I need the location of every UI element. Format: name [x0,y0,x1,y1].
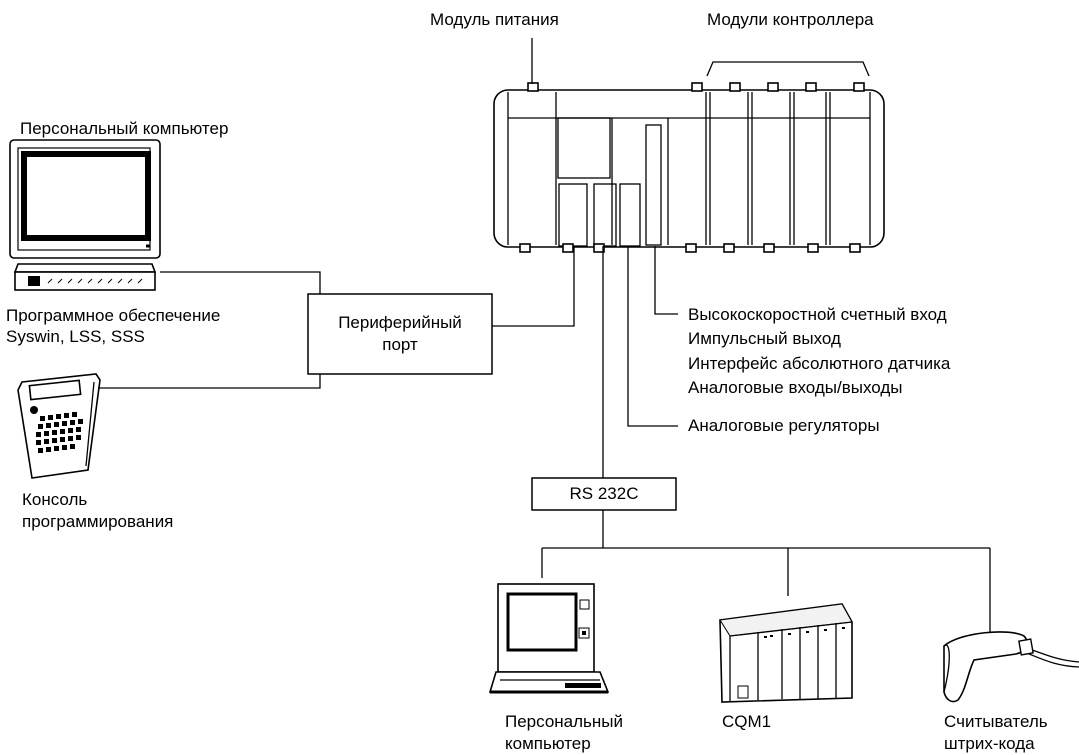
controller-modules-label: Модули контроллера [707,10,874,29]
pulse-output-label: Импульсный выход [688,329,841,348]
console-to-port-line [98,374,321,389]
barcode-reader-icon [943,631,1079,703]
plc-unit [493,82,885,253]
power-module-label: Модуль питания [430,10,559,29]
cqm1-icon [719,603,853,703]
software-label-line1: Программное обеспечение [6,306,221,325]
pc-to-port-line [160,271,321,294]
controller-modules-bracket [706,61,870,77]
port-to-plc-line [492,246,575,327]
cqm1-label: CQM1 [722,712,772,731]
peripheral-port-box [307,293,493,375]
peripheral-port-label-line2: порт [382,335,418,354]
barcode-label-line2: штрих-кода [944,734,1035,753]
desktop-pc-icon [9,139,161,291]
rs232c-box [531,477,677,511]
programming-console-icon [17,373,101,479]
peripheral-port-label-line1: Периферийный [338,313,462,332]
pc-top-label: Персональный компьютер [20,119,229,138]
console-label-line2: программирования [22,512,174,531]
analog-regulators-label: Аналоговые регуляторы [688,416,880,435]
laptop-label-line1: Персональный [505,712,623,731]
console-label-line1: Консоль [22,490,88,509]
analog-io-label: Аналоговые входы/выходы [688,378,903,397]
software-label-line2: Syswin, LSS, SSS [6,327,145,346]
laptop-label-line2: компьютер [505,734,591,753]
rs232c-label: RS 232C [569,484,639,503]
analog-reg-leader [627,246,678,427]
abs-encoder-label: Интерфейс абсолютного датчика [688,354,951,373]
laptop-icon [488,583,610,694]
highspeed-leader [654,246,678,315]
highspeed-label: Высокоскоростной счетный вход [688,305,947,324]
barcode-label-line1: Считыватель [944,712,1048,731]
